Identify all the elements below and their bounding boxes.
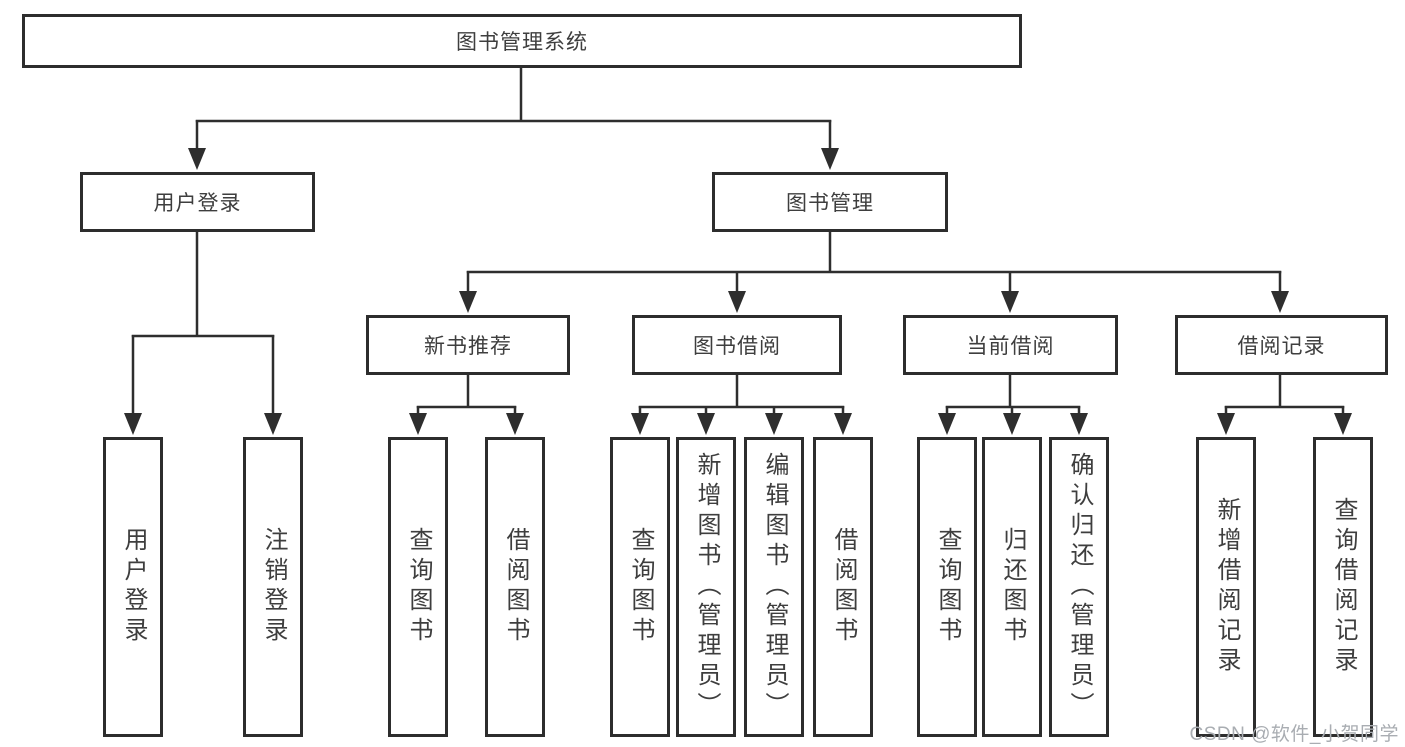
node-current-borrow-label: 当前借阅 [966,335,1055,358]
leaf-search-books-recommend-label: 查询图书 [405,527,432,647]
node-current-borrow: 当前借阅 [903,315,1118,375]
leaf-return-books: 归还图书 [982,437,1042,737]
node-user-login-label: 用户登录 [153,192,242,215]
node-new-book-recommend-label: 新书推荐 [424,335,512,358]
node-book-management-label: 图书管理 [786,192,874,215]
node-book-management: 图书管理 [712,172,948,232]
node-book-borrow-label: 图书借阅 [693,335,781,358]
leaf-borrow-books-recommend: 借阅图书 [485,437,545,737]
leaf-return-books-label: 归还图书 [999,527,1026,647]
leaf-add-books-admin-label: 新增图书（管理员） [693,452,720,722]
leaf-search-borrow-record-label: 查询借阅记录 [1330,497,1357,677]
csdn-watermark: CSDN @软件_小贺同学 [1189,724,1399,745]
leaf-search-books-borrow-label: 查询图书 [627,527,654,647]
leaf-search-borrow-record: 查询借阅记录 [1313,437,1373,737]
node-new-book-recommend: 新书推荐 [366,315,570,375]
node-user-login: 用户登录 [80,172,315,232]
node-borrow-records: 借阅记录 [1175,315,1388,375]
node-borrow-records-label: 借阅记录 [1237,335,1326,358]
leaf-logout-label: 注销登录 [260,527,287,647]
leaf-search-books-current-label: 查询图书 [934,527,961,647]
leaf-add-borrow-record: 新增借阅记录 [1196,437,1256,737]
leaf-edit-books-admin-label: 编辑图书（管理员） [761,452,788,722]
leaf-logout: 注销登录 [243,437,303,737]
leaf-search-books-current: 查询图书 [917,437,977,737]
leaf-confirm-return-admin-label: 确认归还（管理员） [1066,452,1093,722]
node-root-label: 图书管理系统 [456,31,588,54]
leaf-add-books-admin: 新增图书（管理员） [676,437,736,737]
node-root: 图书管理系统 [22,14,1022,68]
leaf-borrow-books-label: 借阅图书 [830,527,857,647]
leaf-search-books-borrow: 查询图书 [610,437,670,737]
leaf-confirm-return-admin: 确认归还（管理员） [1049,437,1109,737]
leaf-edit-books-admin: 编辑图书（管理员） [744,437,804,737]
leaf-borrow-books: 借阅图书 [813,437,873,737]
leaf-borrow-books-recommend-label: 借阅图书 [502,527,529,647]
leaf-user-login: 用户登录 [103,437,163,737]
leaf-user-login-label: 用户登录 [120,527,147,647]
node-book-borrow: 图书借阅 [632,315,842,375]
leaf-add-borrow-record-label: 新增借阅记录 [1213,497,1240,677]
leaf-search-books-recommend: 查询图书 [388,437,448,737]
